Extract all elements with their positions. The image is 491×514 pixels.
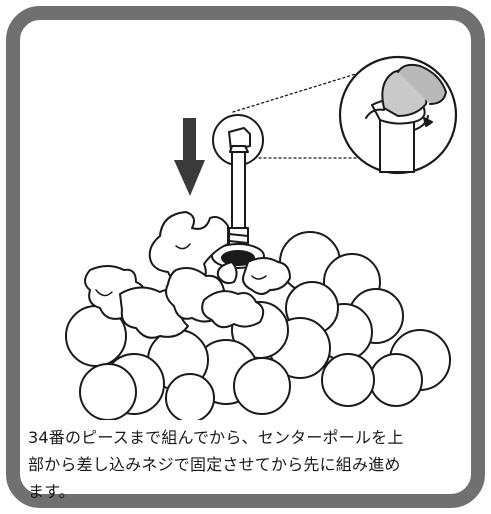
instruction-line-2: 部から差し込みネジで固定させてから先に組み進め [28, 455, 401, 474]
center-pole [228, 127, 251, 253]
down-arrow-icon [174, 118, 205, 196]
instruction-line-1: 34番のピースまで組んでから、センターポールを上 [28, 428, 404, 447]
assembly-illustration [65, 55, 458, 420]
instruction-line-3: ます。 [28, 482, 76, 501]
magnifier-circle-icon [338, 55, 458, 175]
puzzle-top-pieces [84, 211, 291, 339]
puzzle-detail-lines [95, 243, 267, 297]
instruction-text: 34番のピースまで組んでから、センターポールを上 部から差し込みネジで固定させて… [28, 424, 468, 505]
